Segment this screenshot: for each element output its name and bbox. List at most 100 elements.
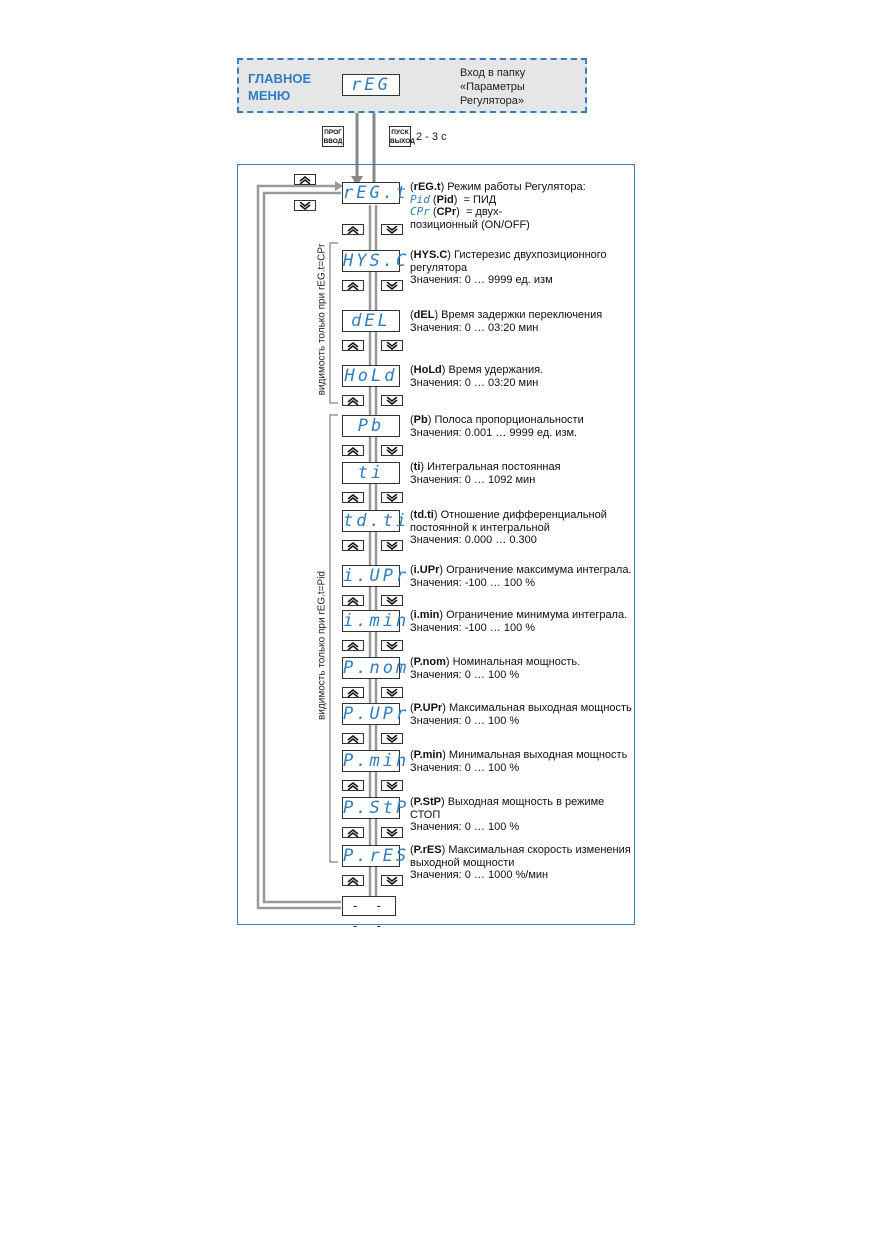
param-display-3: HoLd (342, 365, 400, 387)
down-button-8[interactable] (381, 640, 403, 651)
up-button-7[interactable] (342, 595, 364, 606)
up-button-13[interactable] (342, 875, 364, 886)
param-code: i.min (413, 609, 440, 621)
down-button-top[interactable] (294, 200, 316, 211)
cpr-visibility-label: видимость только при rEG.t=CPr (316, 243, 328, 396)
down-button-10[interactable] (381, 733, 403, 744)
param-code: P.nom (413, 656, 446, 668)
param-name: Время удержания. (445, 364, 544, 376)
double-up-arrow-icon (347, 446, 359, 455)
up-button-0[interactable] (342, 224, 364, 235)
param-desc-3: (HoLd) Время удержания.Значения: 0 … 03:… (410, 364, 632, 389)
param-name: Интегральная постоянная (424, 461, 561, 473)
param-display-5: ti (342, 462, 400, 484)
up-button-10[interactable] (342, 733, 364, 744)
prog-enter-key[interactable]: ПРОГ ВВОД (322, 126, 344, 147)
note-line1: Вход в папку (460, 67, 526, 79)
param-code: P.UPr (413, 702, 443, 714)
double-down-arrow-icon (386, 641, 398, 650)
up-button-2[interactable] (342, 340, 364, 351)
param-code: P.rES (413, 844, 442, 856)
param-code: P.min (413, 749, 443, 761)
double-down-arrow-icon (386, 734, 398, 743)
double-down-arrow-icon (386, 688, 398, 697)
param-name: Режим работы Регулятора: (444, 181, 586, 193)
double-down-arrow-icon (386, 225, 398, 234)
double-down-arrow-icon (386, 876, 398, 885)
param-values: Значения: 0 … 1092 мин (410, 473, 536, 486)
up-button-9[interactable] (342, 687, 364, 698)
param-values: Значения: 0.001 … 9999 ед. изм. (410, 426, 578, 439)
param-desc-1: (HYS.C) Гистерезис двухпозиционного регу… (410, 249, 632, 287)
param-code: td.ti (413, 509, 434, 521)
down-button-6[interactable] (381, 540, 403, 551)
param-name: Время задержки переключения (438, 309, 603, 321)
param-name: Минимальная выходная мощность (445, 749, 628, 761)
double-up-arrow-icon (347, 876, 359, 885)
double-down-arrow-icon (386, 596, 398, 605)
double-up-arrow-icon (347, 341, 359, 350)
param-values: Значения: 0 … 100 % (410, 821, 520, 833)
param-desc-9: (P.nom) Номинальная мощность.Значения: 0… (410, 656, 632, 681)
param-display-13: P.rES (342, 845, 410, 867)
down-button-13[interactable] (381, 875, 403, 886)
param-desc-reg-t: (rEG.t) Режим работы Регулятора: Pid (Pi… (410, 181, 632, 231)
double-down-arrow-icon (386, 281, 398, 290)
param-values: Значения: -100 … 100 % (410, 576, 536, 589)
param-desc-13: (P.rES) Максимальная скорость изменения … (410, 844, 631, 881)
down-button-2[interactable] (381, 340, 403, 351)
down-button-5[interactable] (381, 492, 403, 503)
cpr-value: = двух- (465, 206, 503, 218)
param-values: Значения: 0 … 100 % (410, 761, 520, 774)
up-button-3[interactable] (342, 395, 364, 406)
param-display-12: P.StP (342, 797, 410, 819)
up-button-top[interactable] (294, 174, 316, 185)
param-values: Значения: 0 … 100 % (410, 668, 520, 681)
main-menu-title: ГЛАВНОЕ МЕНЮ (248, 70, 338, 104)
cpr-value-cont: позиционный (ON/OFF) (410, 218, 530, 231)
down-button-11[interactable] (381, 780, 403, 791)
pid-code: Pid (436, 193, 454, 206)
main-menu-note: Вход в папку «Параметры Регулятора» (460, 66, 585, 108)
param-display-2: dEL (342, 310, 400, 332)
pusk-exit-key[interactable]: ПУСК ВЫХОД (389, 126, 415, 147)
param-display-6: td.ti (342, 510, 410, 532)
param-values: Значения: 0 … 03:20 мин (410, 321, 539, 334)
param-values: Значения: 0 … 9999 ед. изм (410, 274, 553, 286)
main-menu-title-line1: ГЛАВНОЕ (248, 71, 312, 86)
double-up-arrow-icon (347, 781, 359, 790)
double-up-arrow-icon (347, 828, 359, 837)
end-display: - - - - (342, 896, 396, 934)
down-button-7[interactable] (381, 595, 403, 606)
param-code: i.UPr (413, 564, 440, 576)
param-values: Значения: 0 … 03:20 мин (410, 376, 539, 389)
param-code: Pb (413, 414, 428, 426)
prog-key-label1: ПРОГ (324, 129, 342, 136)
down-button-12[interactable] (381, 827, 403, 838)
up-button-4[interactable] (342, 445, 364, 456)
param-values: Значения: -100 … 100 % (410, 621, 536, 634)
up-button-8[interactable] (342, 640, 364, 651)
cpr-code: CPr (436, 206, 457, 218)
down-button-0[interactable] (381, 224, 403, 235)
up-button-12[interactable] (342, 827, 364, 838)
param-name: Ограничение максимума интеграла. (443, 564, 632, 576)
down-button-1[interactable] (381, 280, 403, 291)
double-up-arrow-icon (347, 596, 359, 605)
up-button-1[interactable] (342, 280, 364, 291)
param-name: Выходная мощность в режиме СТОП (410, 796, 605, 821)
down-button-4[interactable] (381, 445, 403, 456)
param-name: Гистерезис двухпозиционного регулятора (410, 249, 607, 274)
down-button-3[interactable] (381, 395, 403, 406)
pusk-key-label2: ВЫХОД (390, 138, 415, 145)
param-code: P.StP (413, 796, 441, 808)
up-button-11[interactable] (342, 780, 364, 791)
down-button-9[interactable] (381, 687, 403, 698)
param-name: Полоса пропорциональности (431, 414, 584, 426)
up-button-5[interactable] (342, 492, 364, 503)
double-down-arrow-icon (386, 446, 398, 455)
up-button-6[interactable] (342, 540, 364, 551)
param-desc-8: (i.min) Ограничение минимума интеграла.З… (410, 609, 632, 634)
